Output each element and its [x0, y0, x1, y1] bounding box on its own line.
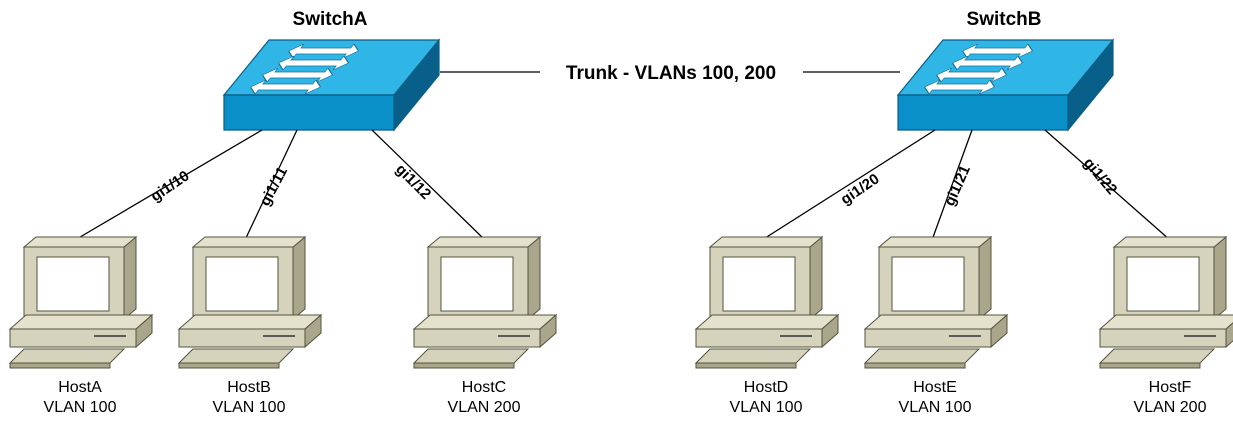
- host-vlan: VLAN 100: [730, 399, 803, 416]
- host-name: HostA: [58, 379, 102, 396]
- port-label: gi1/22: [1080, 155, 1120, 199]
- host-name: HostB: [227, 379, 271, 396]
- switch-b-label: SwitchB: [967, 9, 1042, 30]
- host-vlan: VLAN 100: [213, 399, 286, 416]
- pc-icon[interactable]: [9, 236, 153, 369]
- port-label: gi1/11: [257, 164, 292, 209]
- link-hosta: [74, 129, 263, 241]
- switch-icon[interactable]: [224, 40, 439, 130]
- host-name: HostC: [462, 379, 506, 396]
- pc-icon[interactable]: [178, 236, 322, 369]
- host-name: HostE: [913, 379, 957, 396]
- link-hoste: [931, 129, 973, 241]
- trunk-label: Trunk - VLANs 100, 200: [566, 63, 776, 84]
- host-name: HostD: [744, 379, 788, 396]
- pc-icon[interactable]: [864, 236, 1008, 369]
- host-vlan: VLAN 100: [899, 399, 972, 416]
- switch-a-label: SwitchA: [293, 9, 368, 30]
- host-vlan: VLAN 100: [44, 399, 117, 416]
- port-label: gi1/12: [392, 161, 434, 203]
- link-hostd: [761, 129, 936, 241]
- host-name: HostF: [1149, 379, 1192, 396]
- pc-icon[interactable]: [413, 236, 557, 369]
- link-hostb: [244, 129, 298, 241]
- host-vlan: VLAN 200: [1134, 399, 1207, 416]
- host-vlan: VLAN 200: [448, 399, 521, 416]
- port-label: gi1/21: [941, 163, 974, 209]
- switch-icon[interactable]: [898, 40, 1113, 130]
- pc-icon[interactable]: [695, 236, 839, 369]
- pc-icon[interactable]: [1099, 236, 1233, 369]
- port-label: gi1/20: [838, 170, 883, 208]
- link-hostf: [1044, 129, 1171, 241]
- port-label: gi1/10: [148, 167, 193, 205]
- link-hostc: [371, 129, 486, 241]
